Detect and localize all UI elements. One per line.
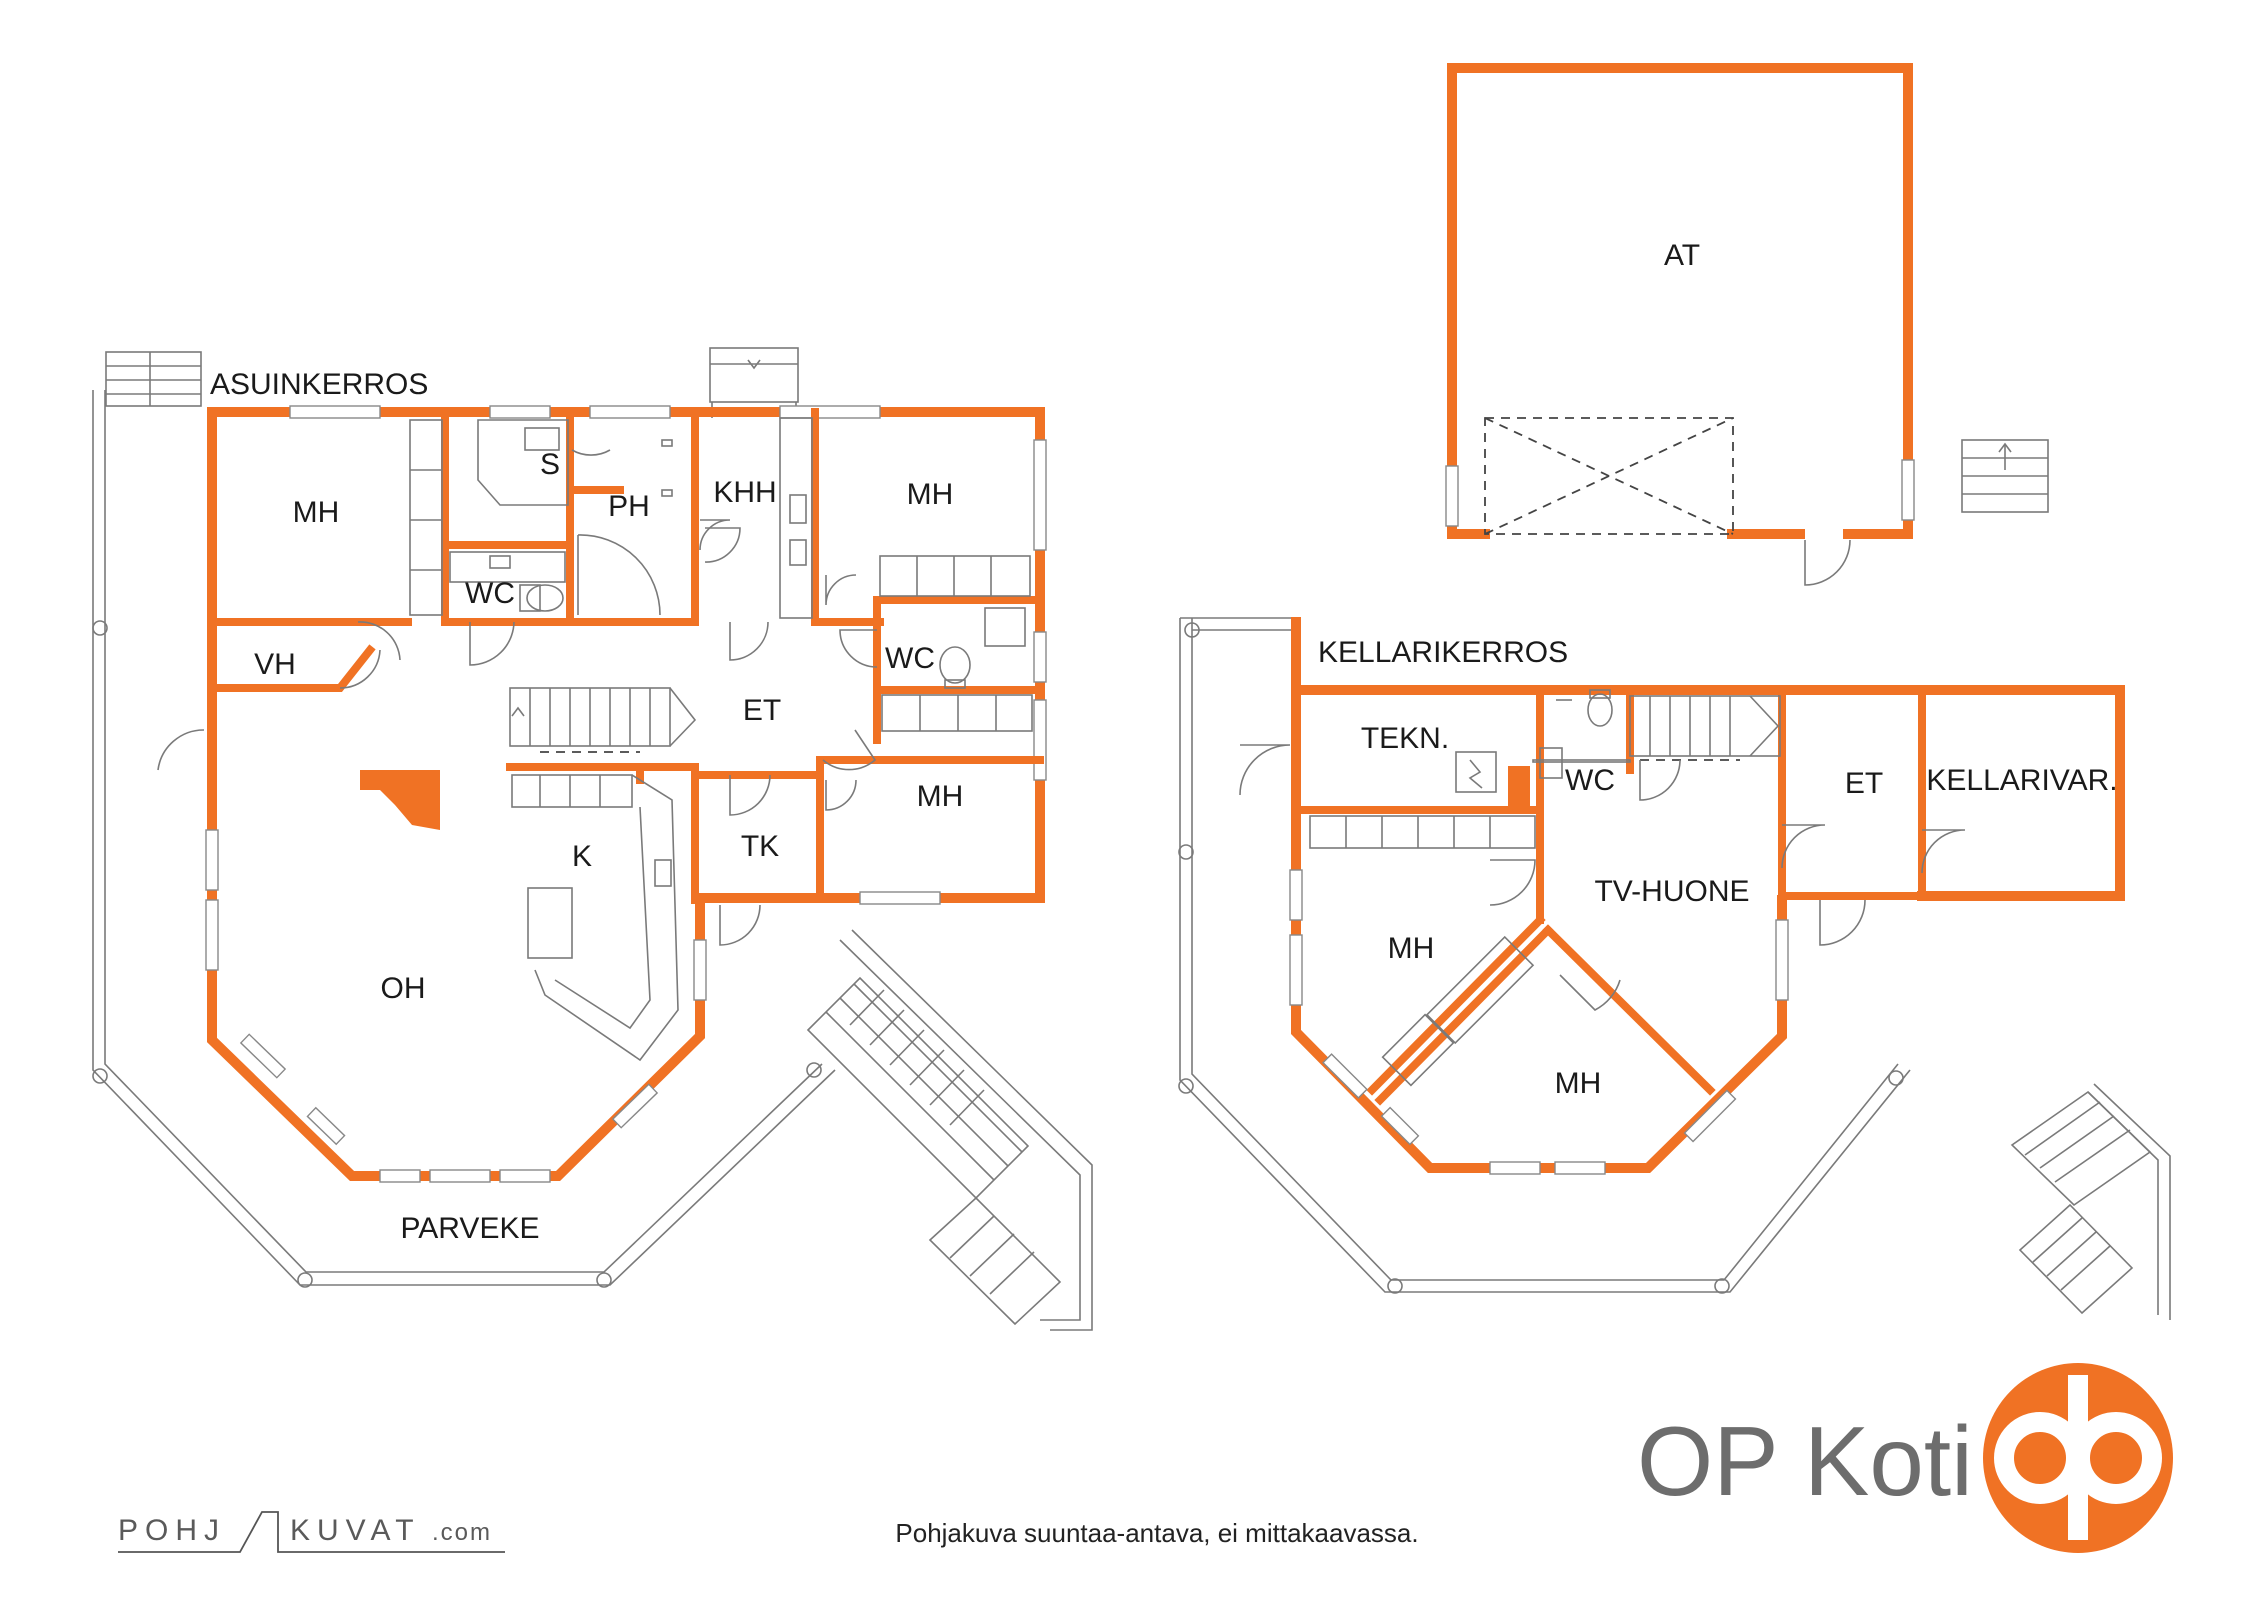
basement-terrace-outline bbox=[1178, 617, 1911, 1294]
fireplace bbox=[360, 770, 440, 830]
pohjakuvat-watermark: POHJ KUVAT .com bbox=[118, 1511, 505, 1553]
main-doors bbox=[157, 519, 878, 946]
room-label-tk: TK bbox=[741, 830, 779, 863]
room-label-mh-east: MH bbox=[917, 780, 964, 813]
room-label-wc-east: WC bbox=[885, 642, 935, 675]
main-floor: MH VH S WC PH KHH MH WC ET MH K TK OH PA… bbox=[92, 347, 1093, 1331]
watermark-right-text: KUVAT bbox=[290, 1514, 421, 1547]
room-label-tv-huone: TV-HUONE bbox=[1594, 875, 1749, 908]
room-label-wc-upper: WC bbox=[465, 577, 515, 610]
room-label-basement-wc: WC bbox=[1565, 764, 1615, 797]
main-interior-walls bbox=[208, 408, 1044, 904]
disclaimer-text: Pohjakuva suuntaa-antava, ei mittakaavas… bbox=[895, 1518, 1418, 1548]
balcony-outline bbox=[92, 390, 836, 1288]
op-koti-branding: OP Koti bbox=[1637, 1363, 2173, 1553]
main-interior-stairs bbox=[509, 687, 697, 753]
room-label-kellarivar: KELLARIVAR. bbox=[1926, 764, 2117, 797]
room-label-vh: VH bbox=[254, 648, 296, 681]
room-label-khh: KHH bbox=[713, 476, 776, 509]
basement-stairs bbox=[1629, 695, 1781, 761]
room-label-at: AT bbox=[1664, 239, 1700, 272]
room-label-basement-et: ET bbox=[1845, 767, 1883, 800]
basement-floor: KELLARIKERROS TEKN. WC ET KELLARIVAR. TV… bbox=[1178, 617, 2171, 1320]
room-label-tekn: TEKN. bbox=[1361, 722, 1449, 755]
room-label-et: ET bbox=[743, 694, 781, 727]
op-logo-icon bbox=[1983, 1363, 2173, 1553]
main-fixtures bbox=[409, 417, 1033, 732]
room-label-ph: PH bbox=[608, 490, 650, 523]
room-label-s: S bbox=[540, 448, 560, 481]
basement-outside-stairs bbox=[2010, 1083, 2171, 1320]
room-label-k: K bbox=[572, 840, 592, 873]
garage-stairs bbox=[1961, 439, 2049, 513]
kitchen-counters bbox=[511, 774, 679, 1062]
room-label-parveke: PARVEKE bbox=[401, 1212, 540, 1245]
room-label-mh-west: MH bbox=[293, 496, 340, 529]
floor-title-main: ASUINKERROS bbox=[210, 368, 428, 401]
outside-stairs-southeast bbox=[806, 929, 1093, 1331]
op-koti-logo-text: OP Koti bbox=[1637, 1406, 1973, 1516]
floor-title-basement: KELLARIKERROS bbox=[1318, 636, 1568, 669]
basement-doors bbox=[1239, 744, 1966, 1011]
garage: AT bbox=[1445, 63, 2049, 586]
watermark-suffix-text: .com bbox=[432, 1519, 492, 1546]
watermark-left-text: POHJ bbox=[118, 1514, 226, 1547]
room-label-basement-mh-south: MH bbox=[1555, 1067, 1602, 1100]
basement-windows bbox=[1289, 869, 1789, 1175]
room-label-oh: OH bbox=[381, 972, 426, 1005]
main-windows bbox=[205, 405, 1047, 1183]
balcony-stairs-northwest bbox=[105, 351, 202, 407]
room-label-mh-northeast: MH bbox=[907, 478, 954, 511]
basement-fixtures bbox=[1309, 689, 1613, 1087]
room-label-basement-mh-west: MH bbox=[1388, 932, 1435, 965]
